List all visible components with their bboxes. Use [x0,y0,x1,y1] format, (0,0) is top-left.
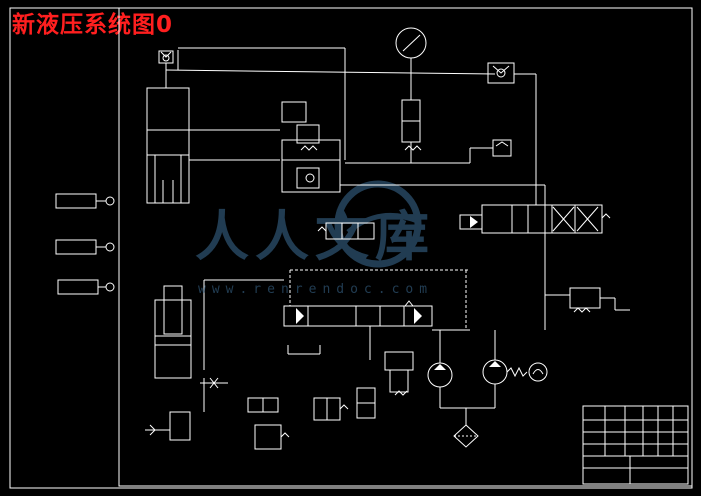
pressure-gauge [395,27,427,100]
check-valve-top-right [487,62,515,84]
directional-valve-middle [317,222,375,240]
limit-switch-2 [55,239,115,255]
drawing-title: 新液压系统图0 [12,12,174,38]
upper-hydraulic-cylinder [146,87,190,204]
watermark-logo-text: 人人文库 [195,205,435,268]
hydraulic-pump-left [427,362,453,388]
inner-frame [118,7,693,487]
flow-control-valve-left [145,411,191,441]
limit-switch-1 [55,193,115,209]
small-relief-valve [469,139,512,163]
throttle-symbol [200,377,228,389]
watermark-logo: 人人文库 [195,180,435,268]
directional-valve-lower [283,300,433,327]
hydraulic-pump-right [482,359,528,385]
lower-hydraulic-cylinder [154,285,192,379]
solenoid-valve-lower [247,397,290,450]
limit-switch-3 [57,279,115,295]
two-way-valve-lower [313,397,349,421]
top-pressure-line [165,69,496,75]
title-block [582,405,689,485]
directional-valve-right [459,204,611,234]
pressure-reducing-valve-lower [384,351,414,396]
throttle-valve-lower [356,387,376,419]
electric-motor [528,362,548,382]
relief-valve-far-right [569,287,630,313]
check-valve-top-left [158,50,174,64]
pressure-switch-valve [401,99,422,163]
oil-filter [453,424,479,448]
watermark-url: www.renrendoc.com [198,282,434,297]
sequence-valve-upper [281,101,341,193]
